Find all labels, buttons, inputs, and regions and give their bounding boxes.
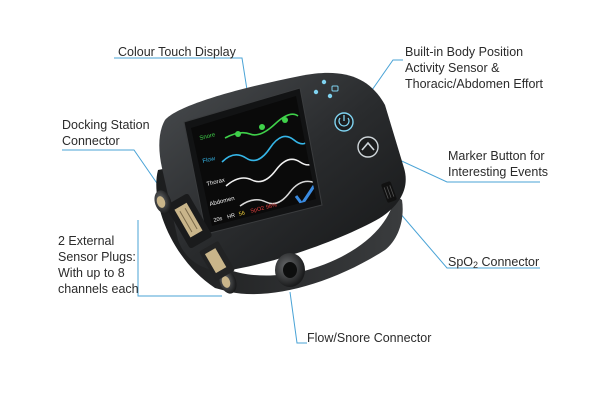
callout-external-line-1: 2 External bbox=[58, 234, 115, 248]
status-hr-label: HR bbox=[227, 213, 236, 221]
callout-spo2-text: SpO2 Connector bbox=[448, 254, 539, 273]
callout-spo2: SpO2 Connector bbox=[448, 254, 539, 273]
callout-docking-line-1: Docking Station bbox=[62, 118, 150, 132]
leader-spo2 bbox=[386, 197, 540, 269]
channel-label-thorax: Thorax bbox=[206, 178, 226, 188]
callout-flow-text: Flow/Snore Connector bbox=[307, 331, 432, 345]
callout-external-sensors: 2 External Sensor Plugs: With up to 8 ch… bbox=[58, 233, 139, 297]
thorax-trace bbox=[225, 155, 316, 187]
external-sensor-plugs bbox=[154, 190, 237, 294]
callout-spo2-suffix: Connector bbox=[478, 255, 540, 269]
callout-spo2-subscript: 2 bbox=[473, 260, 479, 270]
power-button-icon[interactable] bbox=[334, 112, 354, 132]
leader-body-position bbox=[364, 59, 403, 101]
status-hr-value: 56 bbox=[238, 210, 245, 217]
spo2-connector bbox=[381, 181, 397, 203]
status-spo2-value: 98% bbox=[265, 202, 277, 211]
flow-trace bbox=[221, 133, 313, 163]
callout-colour-display-text: Colour Touch Display bbox=[118, 45, 236, 59]
flow-snore-connector bbox=[275, 253, 305, 287]
callout-external-line-2: Sensor Plugs: bbox=[58, 250, 136, 264]
snore-peak-1 bbox=[235, 131, 241, 137]
status-time: 20s bbox=[213, 216, 223, 224]
status-spo2-label: SpO2 bbox=[250, 206, 265, 215]
channel-label-snore: Snore bbox=[199, 132, 217, 142]
device-side bbox=[156, 168, 403, 295]
abdomen-trace bbox=[239, 180, 316, 207]
snore-peak-2 bbox=[259, 124, 265, 130]
callout-marker-line-2: Interesting Events bbox=[448, 165, 549, 179]
led-indicator-icon bbox=[313, 79, 339, 99]
leader-external-sensors bbox=[137, 220, 222, 297]
callout-marker-line-1: Marker Button for bbox=[448, 149, 545, 163]
callout-colour-display: Colour Touch Display bbox=[118, 44, 236, 60]
callout-external-line-4: channels each bbox=[58, 282, 139, 296]
callout-spo2-prefix: SpO bbox=[448, 255, 474, 269]
callout-body-line-2: Activity Sensor & bbox=[405, 61, 500, 75]
docking-station-connector bbox=[166, 193, 212, 249]
channel-label-flow: Flow bbox=[202, 156, 216, 165]
callout-flow-snore: Flow/Snore Connector bbox=[307, 330, 431, 346]
callout-body-position: Built-in Body Position Activity Sensor &… bbox=[405, 44, 543, 92]
snore-peak-3 bbox=[282, 117, 288, 123]
leader-flow-snore bbox=[289, 291, 307, 344]
callout-external-line-3: With up to 8 bbox=[58, 266, 125, 280]
callout-body-line-1: Built-in Body Position bbox=[405, 45, 524, 59]
callout-body-line-3: Thoracic/Abdomen Effort bbox=[405, 77, 544, 91]
callout-docking-station: Docking Station Connector bbox=[62, 117, 150, 149]
callout-marker-button: Marker Button for Interesting Events bbox=[448, 148, 548, 180]
callout-docking-line-2: Connector bbox=[62, 134, 120, 148]
marker-button-icon[interactable] bbox=[357, 136, 379, 158]
